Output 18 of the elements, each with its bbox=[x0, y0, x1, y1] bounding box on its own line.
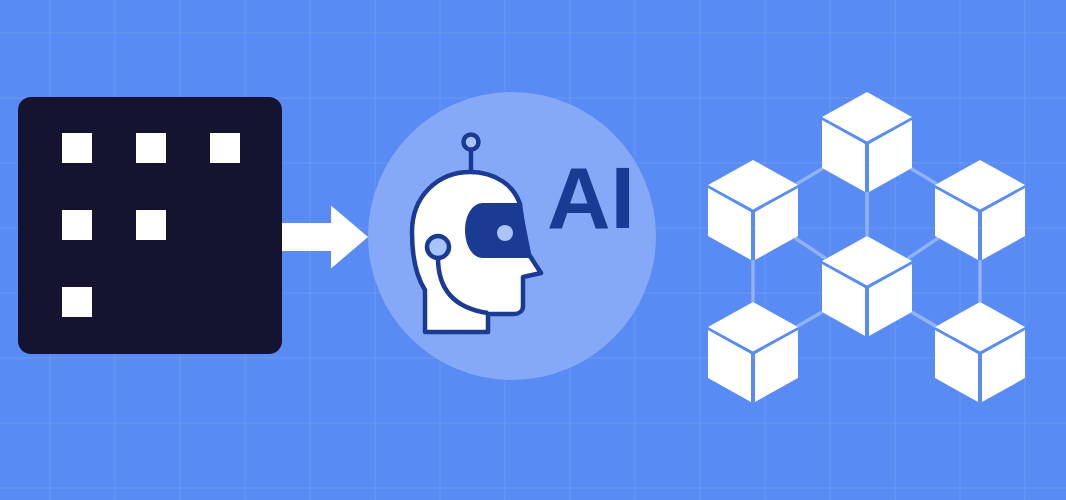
connector-line bbox=[910, 167, 938, 186]
arrow bbox=[282, 205, 368, 269]
cube-icon bbox=[822, 236, 912, 336]
cube-icon bbox=[935, 160, 1025, 260]
connector-line bbox=[910, 310, 937, 328]
connector-line bbox=[793, 236, 828, 261]
connector-line bbox=[978, 260, 982, 302]
grid-panel bbox=[18, 97, 282, 354]
connector-line bbox=[795, 166, 824, 186]
cube-icon bbox=[708, 160, 798, 260]
cube-icon bbox=[708, 302, 798, 402]
connector-line bbox=[906, 236, 940, 261]
connector-line bbox=[751, 260, 755, 302]
ai-label: AI bbox=[547, 154, 635, 242]
cube-icon bbox=[935, 302, 1025, 402]
connector-line bbox=[865, 192, 869, 236]
connector-line bbox=[796, 310, 823, 328]
cube-icon bbox=[822, 92, 912, 192]
